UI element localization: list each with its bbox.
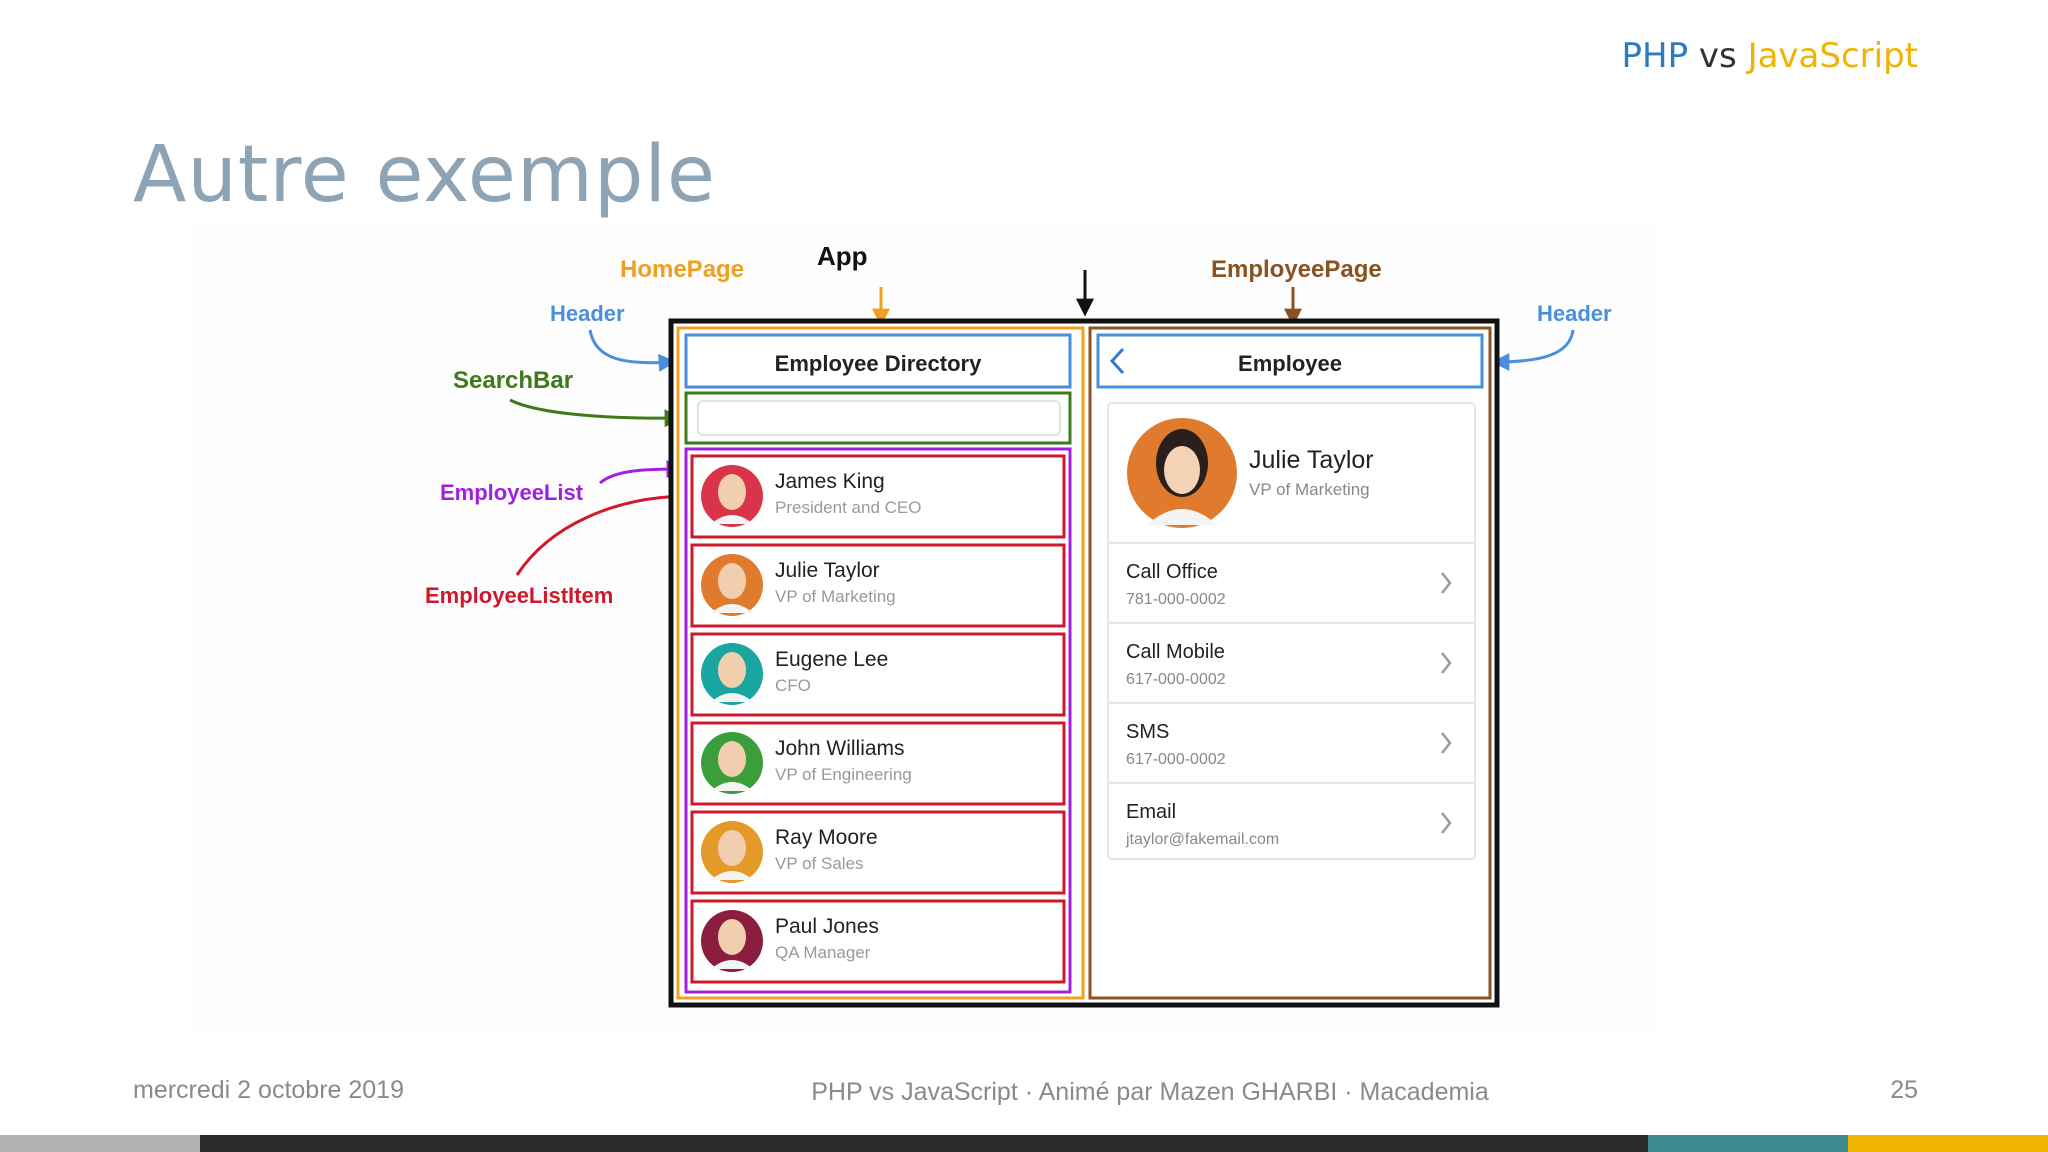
detail-action-row[interactable]: Email jtaylor@fakemail.com xyxy=(1109,782,1474,848)
page-number: 25 xyxy=(1890,1076,1918,1104)
employee-name: Ray Moore xyxy=(775,826,878,849)
employee-avatar xyxy=(701,732,763,794)
arrow-header-right xyxy=(1491,329,1575,371)
footer-text: PHP vs JavaScript · Animé par Mazen GHAR… xyxy=(811,1078,1489,1106)
employee-title: President and CEO xyxy=(775,498,921,517)
label-app: App xyxy=(817,241,868,271)
employee-name: Paul Jones xyxy=(775,915,879,938)
brand-title: PHP vs JavaScript xyxy=(1622,36,1918,76)
detail-action-row[interactable]: SMS 617-000-0002 xyxy=(1109,702,1474,768)
action-value: jtaylor@fakemail.com xyxy=(1125,831,1279,848)
employee-list-item[interactable]: Ray Moore VP of Sales xyxy=(690,810,1066,895)
label-homepage: HomePage xyxy=(620,256,744,283)
employeelist-frame xyxy=(684,447,1072,994)
employee-title: VP of Engineering xyxy=(775,765,912,784)
action-label: Call Mobile xyxy=(1126,641,1225,663)
chevron-right-icon xyxy=(1441,812,1452,834)
employee-name: John Williams xyxy=(775,737,905,760)
employee-name: Eugene Lee xyxy=(775,648,888,671)
employee-list-item[interactable]: John Williams VP of Engineering xyxy=(690,721,1066,806)
action-value: 617-000-0002 xyxy=(1126,751,1226,768)
diagram-svg: App HomePage EmployeePage Header Header … xyxy=(425,241,1612,1008)
detail-action-row[interactable]: Call Mobile 617-000-0002 xyxy=(1109,622,1474,688)
employee-name: Julie Taylor xyxy=(775,559,880,582)
employee-title: CFO xyxy=(775,676,811,695)
employee-title: VP of Marketing xyxy=(775,587,896,606)
action-value: 617-000-0002 xyxy=(1126,671,1226,688)
detail-header-title: Employee xyxy=(1238,351,1342,376)
chevron-right-icon xyxy=(1441,652,1452,674)
detail-avatar xyxy=(1127,418,1237,528)
label-header-left: Header xyxy=(550,301,625,326)
label-searchbar: SearchBar xyxy=(453,367,573,394)
detail-action-row[interactable]: Call Office 781-000-0002 xyxy=(1109,542,1474,608)
detail-role: VP of Marketing xyxy=(1249,480,1370,499)
action-label: Email xyxy=(1126,801,1176,823)
employee-name: James King xyxy=(775,470,885,493)
footer-bar-teal xyxy=(1648,1135,1848,1152)
brand-vs: vs xyxy=(1698,36,1737,76)
detail-header xyxy=(1096,333,1484,389)
employee-avatar xyxy=(701,821,763,883)
employee-title: VP of Sales xyxy=(775,854,864,873)
arrow-employeelistitem xyxy=(515,487,691,576)
employee-list-item[interactable]: Julie Taylor VP of Marketing xyxy=(690,543,1066,628)
employee-avatar xyxy=(701,910,763,972)
slide-title: Autre exemple xyxy=(133,130,717,220)
employee-avatar xyxy=(701,643,763,705)
chevron-right-icon xyxy=(1441,732,1452,754)
employee-avatar xyxy=(701,465,763,527)
footer-bar-grey xyxy=(0,1135,200,1152)
brand-php: PHP xyxy=(1621,36,1689,76)
home-header-title: Employee Directory xyxy=(775,351,982,376)
employee-avatar xyxy=(701,554,763,616)
footer-date: mercredi 2 octobre 2019 xyxy=(133,1076,404,1104)
action-value: 781-000-0002 xyxy=(1126,591,1226,608)
footer-bar-yellow xyxy=(1848,1135,2048,1152)
employee-list-item[interactable]: Paul Jones QA Manager xyxy=(690,899,1066,984)
detail-name: Julie Taylor xyxy=(1249,446,1374,474)
arrow-searchbar xyxy=(509,398,683,428)
brand-js: JavaScript xyxy=(1747,36,1918,76)
label-header-right: Header xyxy=(1537,301,1612,326)
search-input[interactable] xyxy=(697,400,1061,436)
chevron-right-icon xyxy=(1441,572,1452,594)
label-employeelistitem: EmployeeListItem xyxy=(425,583,613,608)
component-diagram: App HomePage EmployeePage Header Header … xyxy=(195,225,1655,1035)
home-header xyxy=(684,333,1072,389)
footer-bar-dark xyxy=(200,1135,1648,1152)
action-label: SMS xyxy=(1126,721,1169,743)
label-employeelist: EmployeeList xyxy=(440,480,584,505)
arrow-header-left xyxy=(588,329,677,372)
action-label: Call Office xyxy=(1126,561,1218,583)
back-chevron-icon[interactable] xyxy=(1109,347,1125,375)
homepage-frame xyxy=(676,326,1085,1000)
employeepage-frame xyxy=(1088,326,1492,1000)
label-employeepage: EmployeePage xyxy=(1211,256,1382,283)
employee-title: QA Manager xyxy=(775,943,871,962)
